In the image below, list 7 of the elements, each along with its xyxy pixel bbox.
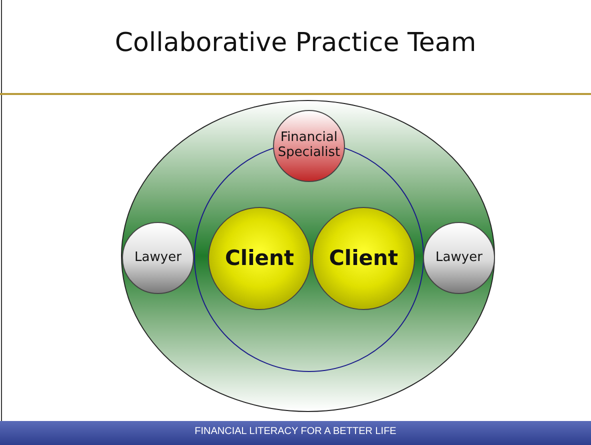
node-label: Lawyer bbox=[436, 250, 482, 266]
node-label: Client bbox=[328, 246, 398, 271]
node-label: Client bbox=[224, 246, 294, 271]
footer-slogan: FINANCIAL LITERACY FOR A BETTER LIFE bbox=[194, 426, 398, 437]
node-label: Lawyer bbox=[134, 250, 182, 266]
node-label: Financial Specialist bbox=[277, 131, 341, 161]
slide-title: Collaborative Practice Team bbox=[114, 28, 478, 58]
